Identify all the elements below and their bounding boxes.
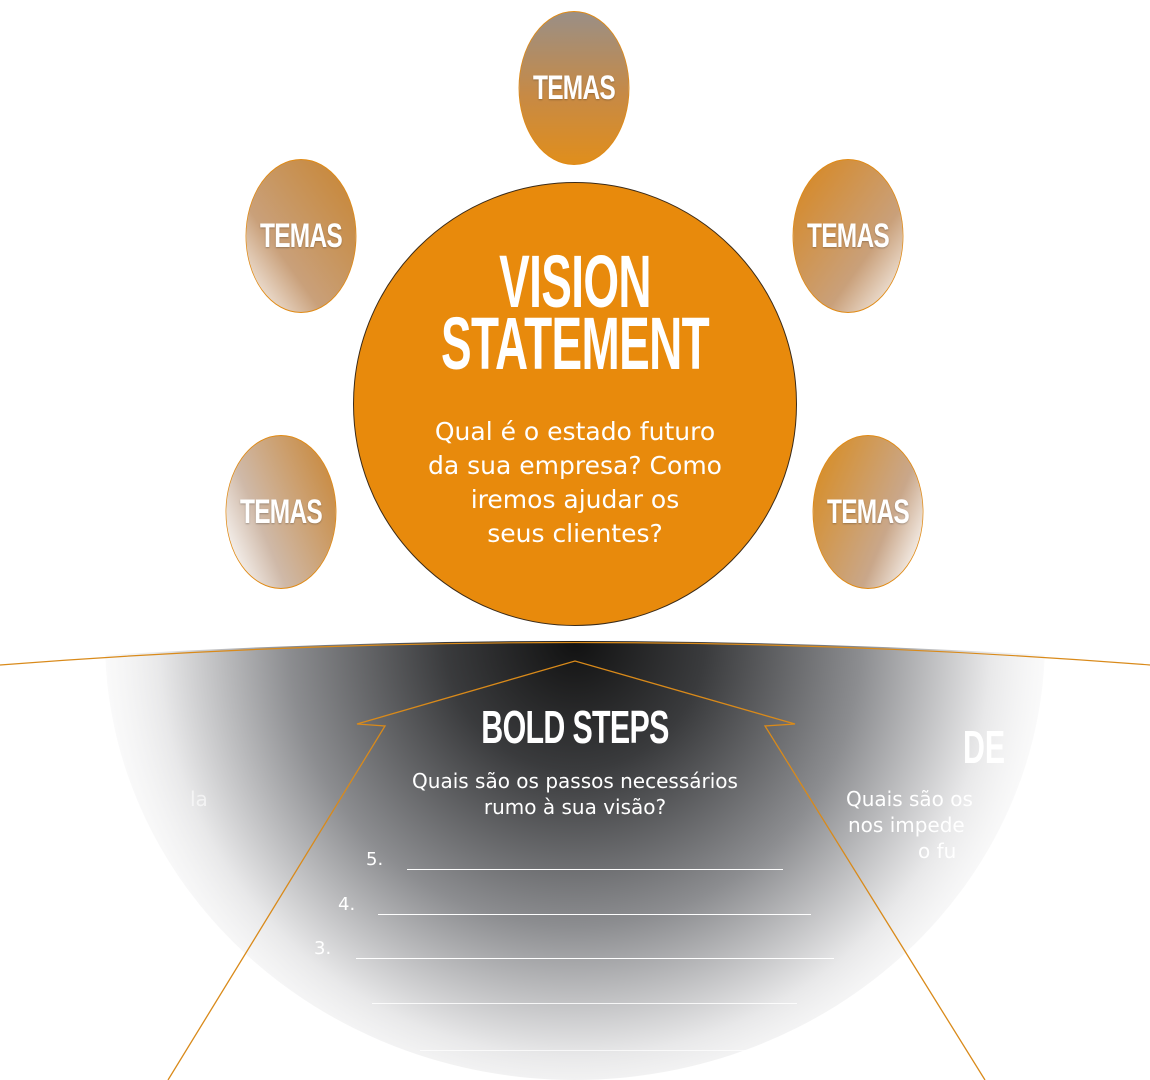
arrow-outline bbox=[167, 660, 986, 1080]
step-2-line[interactable] bbox=[372, 1003, 797, 1004]
horizon-line bbox=[0, 641, 1150, 666]
step-number-3: 3. bbox=[314, 938, 332, 959]
bold-steps-question: Quais são os passos necessários rumo à s… bbox=[400, 768, 750, 820]
right-panel-question: Quais são os nos impede o fu bbox=[838, 786, 1028, 864]
vision-title-line2: STATEMENT bbox=[441, 302, 710, 385]
bold-steps-question-line: Quais são os passos necessários bbox=[412, 769, 738, 793]
theme-circle-lower-left: TEMAS bbox=[225, 435, 337, 589]
vision-question-line: Qual é o estado futuro bbox=[434, 417, 716, 446]
step-3-line[interactable] bbox=[356, 958, 834, 959]
step-5-line[interactable] bbox=[407, 869, 783, 870]
vision-question-line: da sua empresa? Como bbox=[428, 451, 722, 480]
right-panel-question-line: o fu bbox=[918, 839, 957, 863]
right-panel-question-line: nos impede bbox=[848, 813, 965, 837]
vision-title-line1: VISION bbox=[499, 240, 651, 323]
theme-label: TEMAS bbox=[259, 216, 343, 255]
vision-question-line: seus clientes? bbox=[487, 519, 663, 548]
vision-question: Qual é o estado futuro da sua empresa? C… bbox=[416, 415, 734, 551]
bold-steps-question-line: rumo à sua visão? bbox=[483, 795, 667, 819]
theme-label: TEMAS bbox=[239, 492, 323, 531]
step-number-4: 4. bbox=[338, 894, 356, 915]
theme-circle-upper-left: TEMAS bbox=[245, 159, 357, 313]
bold-steps-title: BOLD STEPS bbox=[481, 701, 669, 753]
right-panel-question-line: Quais são os bbox=[846, 787, 973, 811]
vision-title: VISION STATEMENT bbox=[438, 240, 712, 385]
theme-label: TEMAS bbox=[532, 68, 616, 107]
theme-label: TEMAS bbox=[806, 216, 890, 255]
vision-statement-circle: VISION STATEMENT Qual é o estado futuro … bbox=[353, 182, 797, 626]
left-panel-question: la bbox=[190, 787, 208, 811]
theme-circle-upper-right: TEMAS bbox=[792, 159, 904, 313]
theme-label: TEMAS bbox=[826, 492, 910, 531]
step-number-5: 5. bbox=[366, 849, 384, 870]
step-4-line[interactable] bbox=[378, 914, 811, 915]
right-panel-title: DE bbox=[963, 721, 1006, 773]
vision-question-line: iremos ajudar os bbox=[470, 485, 680, 514]
step-1-line[interactable] bbox=[420, 1050, 750, 1051]
theme-circle-lower-right: TEMAS bbox=[812, 435, 924, 589]
theme-circle-top: TEMAS bbox=[518, 11, 630, 165]
